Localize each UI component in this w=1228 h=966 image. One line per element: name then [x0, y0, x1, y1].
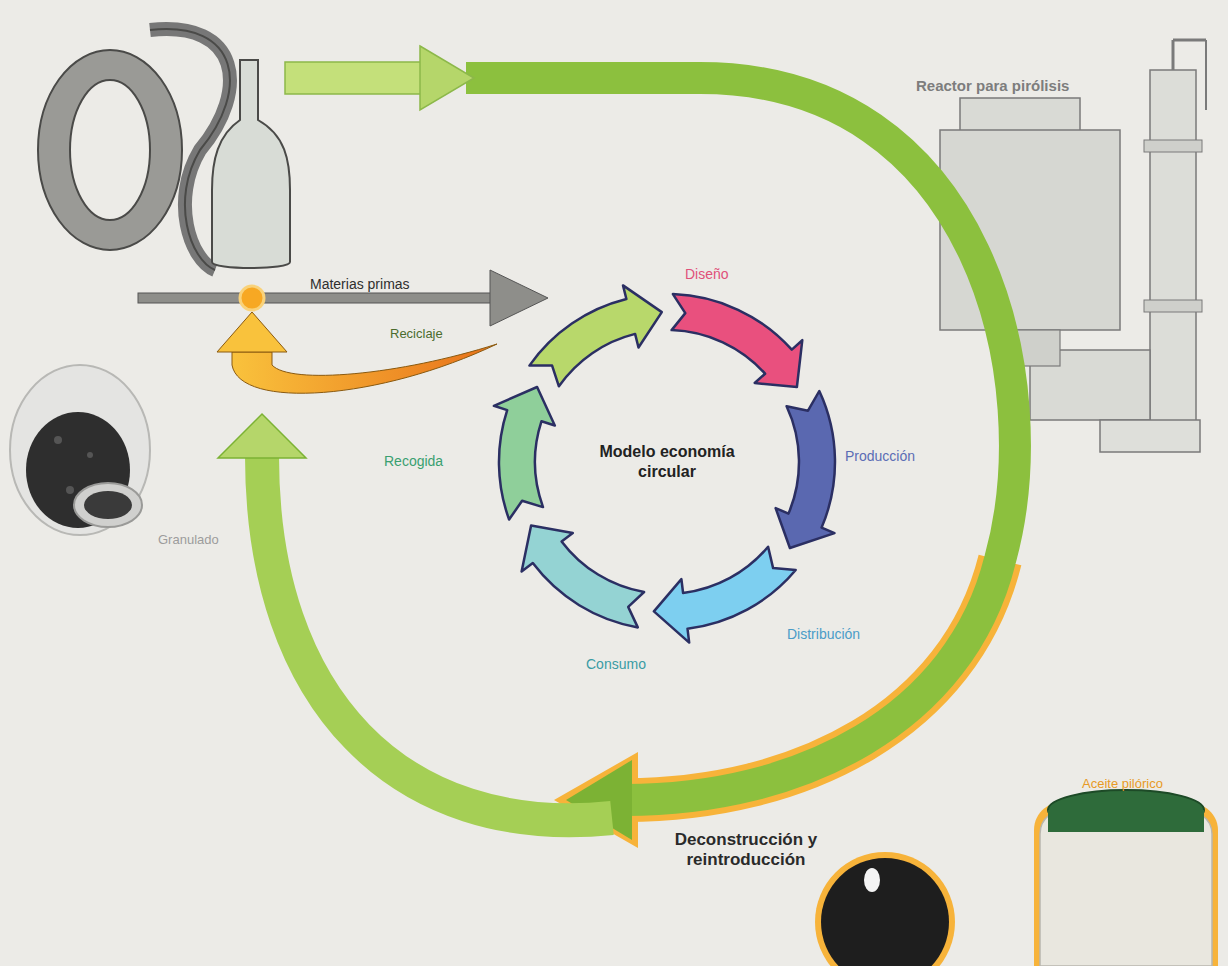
part-label: Reactor para pirólisis — [916, 77, 1069, 95]
stage-label: Distribución — [787, 626, 860, 643]
cycle-centre: Modelo economía circular — [547, 342, 787, 582]
tyre-hole — [70, 80, 150, 220]
raw-material-bar — [138, 293, 492, 303]
cycle-arrow — [776, 391, 835, 548]
part-label: Aceite pilórico — [1082, 776, 1163, 792]
reactor-base — [1100, 420, 1200, 452]
stage-label: Producción — [845, 448, 915, 465]
tyre — [38, 50, 182, 250]
orange-outline — [1034, 800, 1218, 966]
jar-mouth — [74, 483, 142, 527]
oil-jar — [1040, 808, 1212, 966]
highlight — [864, 868, 880, 892]
column-ring — [1144, 300, 1202, 312]
section-label: Deconstrucción y reintroducción — [660, 830, 832, 871]
return-band — [262, 456, 612, 820]
loop-arrowhead — [420, 46, 474, 110]
centre-title: Modelo economía circular — [577, 442, 757, 482]
part-label: Granulado — [158, 532, 219, 548]
orange-outline — [815, 852, 955, 966]
granulate-jar — [10, 365, 150, 535]
granulate — [84, 491, 132, 519]
cycle-arrow — [522, 525, 645, 627]
recycling-arrowhead — [217, 312, 287, 352]
deconstruction-loop — [218, 46, 1015, 848]
cycle-arrow — [529, 285, 661, 386]
return-arrowhead — [218, 414, 306, 458]
stage-label: Recogida — [384, 453, 443, 470]
reactor-column — [1150, 70, 1196, 440]
loop-tail — [285, 62, 425, 94]
oil-sphere — [821, 858, 949, 966]
granule — [87, 452, 93, 458]
jar-lid — [1048, 810, 1204, 832]
stage-label: Consumo — [586, 656, 646, 673]
reactor-hopper — [960, 98, 1080, 132]
cycle-arrow — [494, 387, 555, 520]
cycle-arrow — [654, 547, 796, 643]
jar-glass — [10, 365, 150, 535]
cycle-ring — [494, 285, 835, 642]
granule — [66, 486, 74, 494]
raw-material-arrowhead — [490, 270, 548, 326]
flow-label: Reciclaje — [390, 326, 443, 342]
column-pipe — [1173, 39, 1206, 42]
granule — [54, 436, 62, 444]
junction-dot — [240, 286, 264, 310]
loop-band — [466, 78, 1015, 800]
waste-objects — [38, 29, 290, 270]
column-ring — [1144, 140, 1202, 152]
pyrolysis-products — [815, 790, 1218, 966]
stage-label: Diseño — [685, 266, 729, 283]
column-pipe — [1205, 40, 1207, 110]
bottle — [212, 60, 290, 268]
column-pipe — [1172, 40, 1175, 70]
cycle-arrow — [672, 294, 803, 387]
flow-label: Materias primas — [310, 276, 410, 293]
